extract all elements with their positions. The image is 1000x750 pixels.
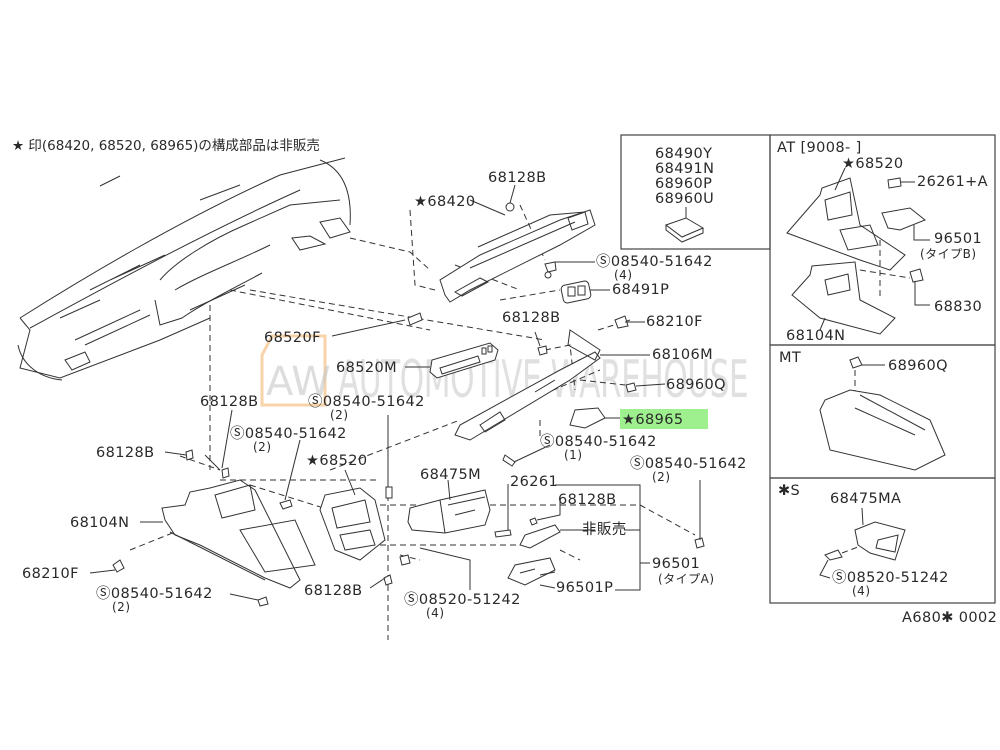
label-96501P: 96501P <box>556 580 613 596</box>
label-qty: (2) <box>253 440 272 454</box>
label-qty: (2) <box>652 470 671 484</box>
label-qty: (2) <box>330 408 349 422</box>
label-68128B: 68128B <box>502 310 560 326</box>
label-68520: ★68520 <box>306 453 368 469</box>
fasteners <box>112 202 705 607</box>
label-not-for-sale: 非販売 <box>582 521 627 538</box>
label-68128B: 68128B <box>558 492 616 508</box>
label-68960U: 68960U <box>655 191 714 207</box>
label-08540-51642-2: Ⓢ08540-51642 <box>630 455 747 472</box>
label-68830: 68830 <box>934 299 982 315</box>
label-68960Q: 68960Q <box>888 358 948 374</box>
label-68965[interactable]: ★68965 <box>622 412 684 428</box>
inset-s-title: ✱S <box>778 483 800 499</box>
label-68520: ★68520 <box>842 156 904 172</box>
label-96501: 96501 <box>934 231 982 247</box>
part-68965-bracket <box>569 407 606 429</box>
label-08540-51642-1: Ⓢ08540-51642 <box>540 433 657 450</box>
label-96501-type-b: (タイプB) <box>920 247 977 261</box>
inset-s: ✱S 68475MA Ⓢ08520-51242 (4) <box>769 477 996 604</box>
watermark-logo: AW <box>266 359 331 405</box>
not-for-sale-note: ★ 印(68420, 68520, 68965)の構成部品は非販売 <box>12 138 320 154</box>
inset-switch-variants: 68490Y 68491N 68960P 68960U <box>620 134 771 250</box>
label-26261: 26261 <box>510 474 558 490</box>
label-68106M: 68106M <box>652 347 713 363</box>
label-68490Y: 68490Y <box>655 146 712 162</box>
label-08520-51242: Ⓢ08520-51242 <box>832 569 949 586</box>
dashboard-panel <box>17 157 351 381</box>
part-26261-lamp <box>494 524 561 549</box>
label-68475M: 68475M <box>420 467 481 483</box>
label-68960Q: 68960Q <box>666 377 726 393</box>
label-08540-51642-4: Ⓢ08540-51642 <box>596 253 713 270</box>
part-68475M-ashtray <box>407 489 491 534</box>
part-68520F-clip <box>407 312 423 326</box>
inset-at-title: AT [9008- ] <box>777 140 862 156</box>
label-qty: (1) <box>564 448 583 462</box>
label-68960P: 68960P <box>655 176 712 192</box>
label-68520F: 68520F <box>264 330 321 346</box>
label-68128B: 68128B <box>304 583 362 599</box>
label-qty: (4) <box>426 606 445 620</box>
part-68520-console-finisher <box>319 487 386 561</box>
label-68104N: 68104N <box>70 515 129 531</box>
label-08540-51642-2: Ⓢ08540-51642 <box>230 425 347 442</box>
label-68128B: 68128B <box>488 170 546 186</box>
label-08540-51642-2: Ⓢ08540-51642 <box>96 585 213 602</box>
label-08520-51242-4: Ⓢ08520-51242 <box>404 591 521 608</box>
label-68210F: 68210F <box>22 566 79 582</box>
label-68420: ★68420 <box>414 194 476 210</box>
part-labels: 68128B ★68420 Ⓢ08540-51642 (4) 68491P 68… <box>22 170 747 620</box>
label-68491P: 68491P <box>612 282 669 298</box>
label-68475MA: 68475MA <box>830 491 901 507</box>
drawing-id: A680✱ 0002 <box>902 610 997 626</box>
label-08540-51642-2: Ⓢ08540-51642 <box>308 393 425 410</box>
label-96501-type-a: (タイプA) <box>658 572 715 586</box>
label-68128B: 68128B <box>200 394 258 410</box>
label-68104N: 68104N <box>786 328 845 344</box>
highlight-68965 <box>620 409 708 429</box>
part-68106M-bracket <box>454 329 601 441</box>
inset-at: AT [9008- ] ★68520 26261+A 96501 (タイプB) … <box>769 134 996 346</box>
part-68520M-panel <box>429 342 499 379</box>
part-96501P-box <box>507 557 556 586</box>
label-68128B: 68128B <box>96 445 154 461</box>
inset-mt: MT 68960Q <box>769 344 996 479</box>
part-68420-cluster-finisher <box>439 209 596 303</box>
label-26261-A: 26261+A <box>917 174 988 190</box>
label-68520M: 68520M <box>336 360 397 376</box>
label-qty: (4) <box>614 268 633 282</box>
leader-lines <box>89 184 701 601</box>
watermark-logo-frame <box>260 334 327 407</box>
part-68104N-console <box>161 479 316 589</box>
label-qty: (4) <box>852 584 871 598</box>
inset-mt-title: MT <box>779 350 801 366</box>
part-68491P-switch <box>560 280 592 304</box>
label-96501: 96501 <box>652 556 700 572</box>
label-68491N: 68491N <box>655 161 714 177</box>
label-68210F: 68210F <box>646 314 703 330</box>
label-qty: (2) <box>112 600 131 614</box>
